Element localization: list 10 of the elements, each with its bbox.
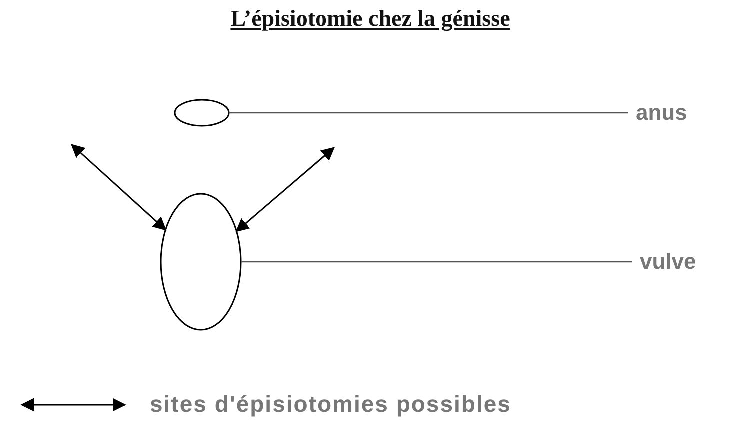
legend-label: sites d'épisiotomies possibles	[150, 391, 512, 417]
ellipse-outline	[174, 99, 230, 127]
title: L’épisiotomie chez la génisse	[230, 6, 510, 31]
part-label: anus	[636, 100, 688, 126]
leader-line	[229, 112, 628, 114]
double-arrow	[71, 144, 167, 231]
double-arrow	[236, 147, 336, 232]
leader-line	[241, 261, 632, 263]
ellipse-outline	[160, 193, 242, 331]
part-label: vulve	[640, 249, 696, 275]
